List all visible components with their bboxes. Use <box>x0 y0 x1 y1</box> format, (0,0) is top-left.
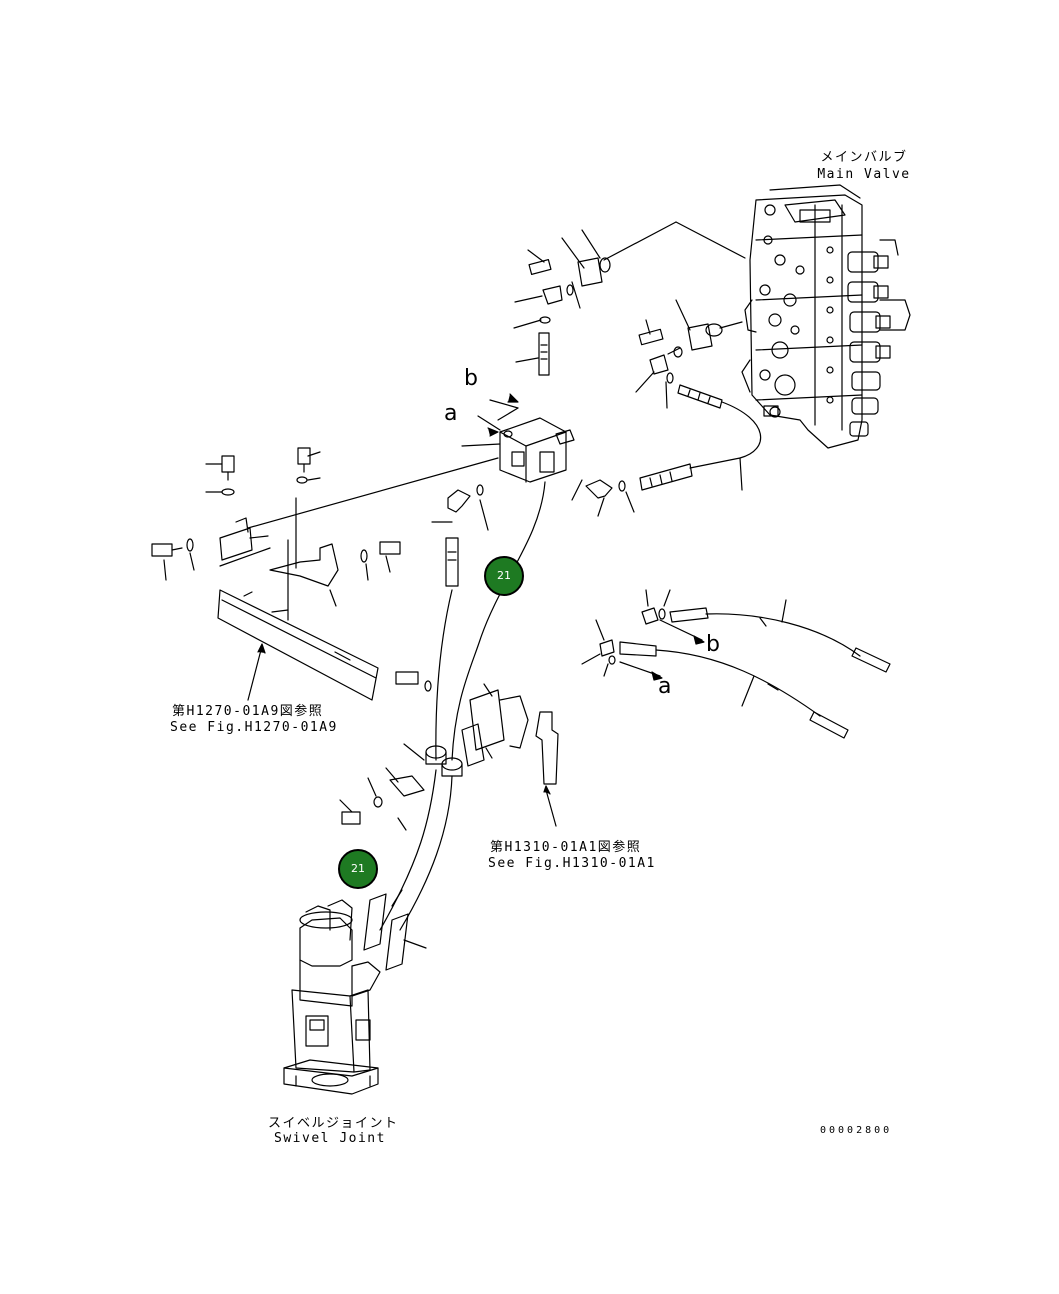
main-valve-label-jp: メインバルブ <box>820 150 908 165</box>
hose-left-to-swivel <box>379 769 437 931</box>
reference-h1270-en: See Fig.H1270-01A9 <box>170 720 338 735</box>
pipe-left-strand <box>435 589 453 761</box>
drawing-number: 00002800 <box>820 1125 893 1136</box>
mount-bracket-H1310 <box>535 711 559 827</box>
right-flange-fittings <box>635 299 723 409</box>
elbow-fittings <box>431 479 635 531</box>
reference-h1310-en: See Fig.H1310-01A1 <box>488 856 656 871</box>
hose-block-to-swivel <box>451 481 546 761</box>
upper-flange-fittings <box>513 229 611 376</box>
hose-letter-a: a <box>658 674 672 699</box>
main-valve-label-en: Main Valve <box>817 167 911 182</box>
part-callout-21[interactable]: 21 <box>338 849 378 889</box>
swivel-joint-label-jp: スイベルジョイント <box>268 1116 399 1131</box>
main-valve-assembly <box>741 184 911 449</box>
spool-caps <box>847 239 911 437</box>
part-callout-21[interactable]: 21 <box>484 556 524 596</box>
port-letter-a: a <box>444 401 458 426</box>
boom-beam <box>217 539 379 701</box>
swivel-joint-label-en: Swivel Joint <box>274 1131 386 1146</box>
hose-letter-b: b <box>706 632 720 657</box>
reference-h1270-jp: 第H1270-01A9図参照 <box>172 704 324 719</box>
hose-mainvalve <box>689 401 762 469</box>
hose-right-to-swivel <box>399 775 453 931</box>
port-letter-b: b <box>464 366 478 391</box>
right-side-hoses <box>581 589 891 739</box>
junction-block <box>461 399 575 483</box>
hose-clamps <box>339 671 529 825</box>
left-brackets <box>151 447 401 607</box>
swivel-joint <box>283 899 381 1095</box>
reference-h1310-jp: 第H1310-01A1図参照 <box>490 840 642 855</box>
valve-port-fittings <box>741 204 834 418</box>
